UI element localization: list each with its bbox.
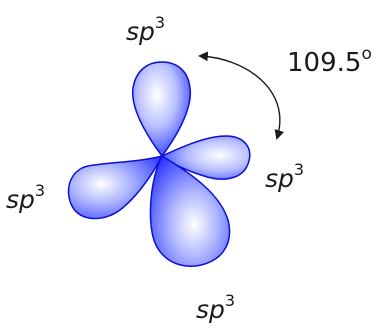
label-left-exp: 3 [35,181,45,200]
label-top: sp3 [126,13,165,46]
orbital-lobe-top [132,61,191,158]
label-left: sp3 [6,181,45,214]
label-left-base: sp [6,185,35,214]
orbital-lobe-left [67,154,164,220]
label-bottom-exp: 3 [225,291,235,310]
label-right: sp3 [265,160,304,193]
orbital-lobe-bottom [149,154,231,267]
label-top-base: sp [126,17,155,46]
bond-angle-value: 109.5 [287,48,361,78]
label-bottom: sp3 [196,291,235,324]
label-bottom-base: sp [196,295,225,324]
label-right-exp: 3 [294,160,304,179]
bond-angle-label: 109.5o [287,44,372,78]
label-top-exp: 3 [155,13,165,32]
bond-angle-arrow [198,51,285,140]
bond-angle-unit: o [361,44,371,64]
label-right-base: sp [265,164,294,193]
